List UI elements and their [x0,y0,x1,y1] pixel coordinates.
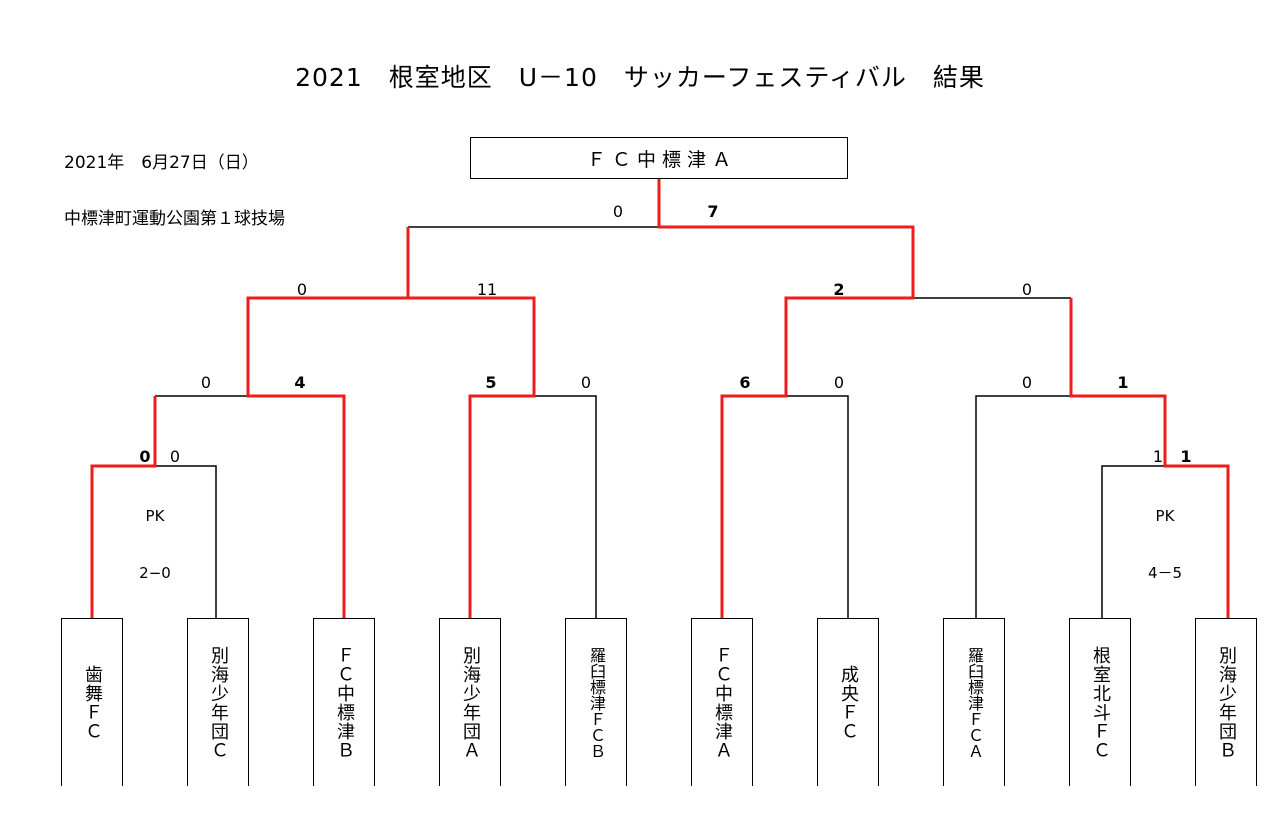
team-name: 別海少年団Ａ [460,645,481,760]
pk-result-r1a: PK 2−0 [139,469,171,602]
score-qf3-left: 6 [739,373,751,392]
pk-score: 2−0 [139,564,171,582]
match-venue: 中標津町運動公園第１球技場 [64,209,285,229]
score-r1b-right: 1 [1180,447,1192,466]
score-sf2-right: 0 [1021,280,1033,299]
score-qf1-left: 0 [200,373,212,392]
score-r1a-left: 0 [139,447,151,466]
line-win [90,396,157,618]
team-name: 歯舞ＦＣ [82,664,103,741]
team-box-fc-nakashibetsu-a: ＦＣ中標津Ａ [691,618,753,786]
team-name: 成央ＦＣ [838,664,859,741]
team-box-betsukai-a: 別海少年団Ａ [439,618,501,786]
pk-result-r1b: PK 4－5 [1148,469,1182,602]
score-qf4-right: 1 [1117,373,1129,392]
match-date: 2021年 6月27日（日） [64,153,259,173]
team-name: 別海少年団Ｃ [208,645,229,760]
line-win [657,179,915,618]
team-box-betsukai-c: 別海少年団Ｃ [187,618,249,786]
page-title: 2021 根室地区 U－10 サッカーフェスティバル 結果 [295,63,985,92]
team-box-hamai-fc: 歯舞ＦＣ [61,618,123,786]
score-sf1-left: 0 [296,280,308,299]
line-loss [1101,465,1165,618]
champion-box: Ｆ Ｃ 中 標 津 Ａ [470,137,848,179]
pk-score: 4－5 [1147,564,1183,582]
score-final-right: 7 [707,202,719,221]
team-box-fc-nakashibetsu-b: ＦＣ中標津Ｂ [313,618,375,786]
line-win [1069,298,1230,618]
score-qf3-right: 0 [833,373,845,392]
line-loss [786,395,849,618]
score-sf2-left: 2 [833,280,845,299]
team-name: ＦＣ中標津Ａ [712,645,733,760]
pk-label: PK [145,507,165,525]
score-r1a-right: 0 [169,447,181,466]
score-sf1-right: 11 [476,280,498,299]
team-name: 別海少年団Ｂ [1216,645,1237,760]
line-loss [155,465,217,618]
team-box-nemuro-hokuto-fc: 根室北斗ＦＣ [1069,618,1131,786]
score-qf2-right: 0 [580,373,592,392]
line-win [406,227,536,618]
pk-label: PK [1155,507,1175,525]
team-name: 羅臼標津ＦＣＡ [965,646,984,759]
line-loss [975,395,1071,618]
team-box-seiou-fc: 成央ＦＣ [817,618,879,786]
score-qf1-right: 4 [294,373,306,392]
line-loss [534,395,597,618]
team-box-rausu-shibetsu-b: 羅臼標津ＦＣＢ [565,618,627,786]
score-qf2-left: 5 [485,373,497,392]
score-r1b-left: 1 [1152,447,1164,466]
line-win [246,296,408,618]
champion-name: Ｆ Ｃ 中 標 津 Ａ [586,148,732,171]
team-name: 根室北斗ＦＣ [1090,645,1111,760]
team-name: 羅臼標津ＦＣＢ [587,646,606,759]
score-qf4-left: 0 [1021,373,1033,392]
team-name: ＦＣ中標津Ｂ [334,645,355,760]
team-box-betsukai-b: 別海少年団Ｂ [1195,618,1257,786]
score-final-left: 0 [612,202,624,221]
team-box-rausu-shibetsu-a: 羅臼標津ＦＣＡ [943,618,1005,786]
